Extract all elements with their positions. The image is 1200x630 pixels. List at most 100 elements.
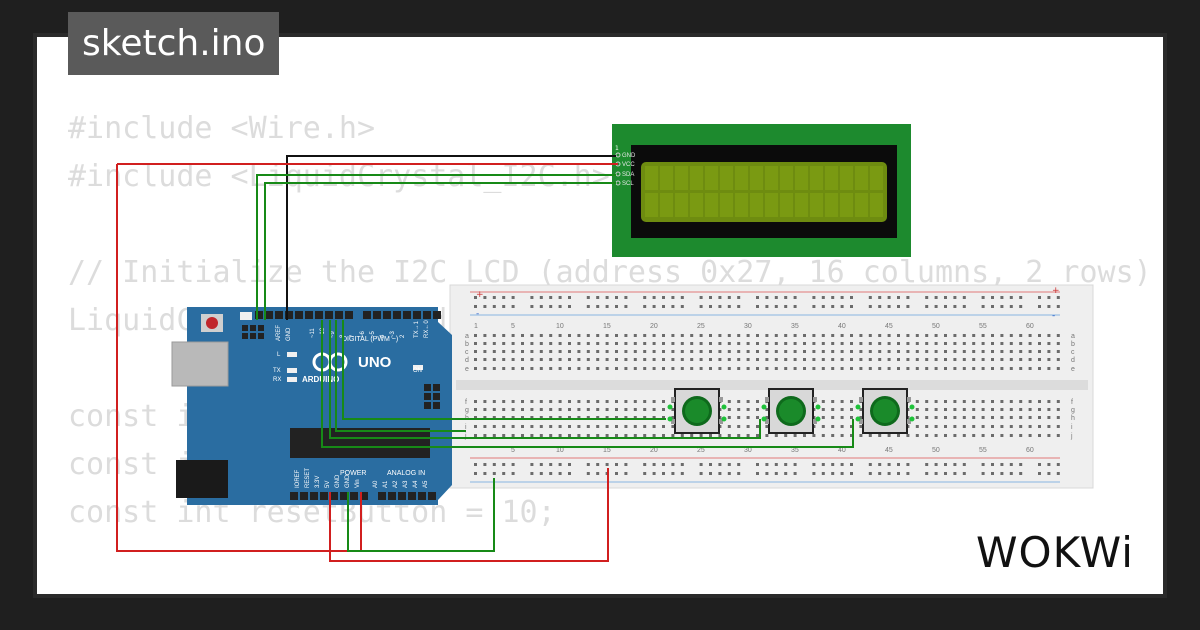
breadboard-hole[interactable] bbox=[878, 342, 882, 345]
breadboard-hole[interactable] bbox=[812, 463, 816, 466]
breadboard-hole[interactable] bbox=[821, 434, 825, 437]
breadboard-hole[interactable] bbox=[774, 434, 778, 437]
breadboard-hole[interactable] bbox=[605, 463, 609, 466]
breadboard-hole[interactable] bbox=[784, 342, 788, 345]
wire-5v-loop[interactable] bbox=[116, 164, 362, 552]
breadboard-hole[interactable] bbox=[850, 472, 853, 475]
breadboard-hole[interactable] bbox=[718, 305, 722, 308]
wire-pin10-button[interactable] bbox=[329, 320, 761, 439]
breadboard-hole[interactable] bbox=[944, 425, 947, 428]
breadboard-hole[interactable] bbox=[812, 296, 816, 299]
breadboard-hole[interactable] bbox=[953, 463, 957, 466]
breadboard-hole[interactable] bbox=[662, 367, 665, 370]
breadboard-hole[interactable] bbox=[1038, 425, 1041, 428]
breadboard-hole[interactable] bbox=[652, 463, 656, 466]
breadboard-hole[interactable] bbox=[925, 416, 929, 419]
breadboard-hole[interactable] bbox=[897, 472, 900, 475]
breadboard-hole[interactable] bbox=[615, 408, 618, 411]
breadboard-hole[interactable] bbox=[944, 350, 947, 353]
breadboard-hole[interactable] bbox=[530, 334, 534, 337]
breadboard-hole[interactable] bbox=[521, 350, 524, 353]
breadboard-hole[interactable] bbox=[530, 342, 534, 345]
breadboard-hole[interactable] bbox=[831, 367, 835, 370]
breadboard-hole[interactable] bbox=[643, 425, 647, 428]
breadboard-hole[interactable] bbox=[568, 416, 571, 419]
breadboard-hole[interactable] bbox=[765, 416, 769, 419]
code-editor[interactable]: #include <Wire.h>#include <LiquidCrystal… bbox=[68, 105, 1152, 594]
breadboard-hole[interactable] bbox=[1000, 434, 1004, 437]
breadboard-hole[interactable] bbox=[596, 367, 600, 370]
breadboard-hole[interactable] bbox=[1028, 342, 1032, 345]
breadboard-hole[interactable] bbox=[906, 472, 910, 475]
breadboard-hole[interactable] bbox=[991, 416, 994, 419]
breadboard-hole[interactable] bbox=[756, 425, 759, 428]
breadboard-hole[interactable] bbox=[511, 400, 515, 403]
breadboard-hole[interactable] bbox=[539, 305, 543, 308]
breadboard-hole[interactable] bbox=[774, 305, 778, 308]
breadboard-hole[interactable] bbox=[1000, 408, 1004, 411]
breadboard-hole[interactable] bbox=[831, 305, 835, 308]
breadboard-hole[interactable] bbox=[1000, 305, 1004, 308]
breadboard-hole[interactable] bbox=[549, 358, 553, 361]
breadboard-hole[interactable] bbox=[699, 367, 703, 370]
breadboard-hole[interactable] bbox=[991, 350, 994, 353]
breadboard-hole[interactable] bbox=[605, 350, 609, 353]
breadboard-hole[interactable] bbox=[1056, 408, 1060, 411]
breadboard-hole[interactable] bbox=[756, 358, 759, 361]
breadboard-hole[interactable] bbox=[812, 472, 816, 475]
breadboard-hole[interactable] bbox=[1056, 342, 1060, 345]
breadboard-hole[interactable] bbox=[1038, 305, 1041, 308]
breadboard-hole[interactable] bbox=[558, 472, 562, 475]
breadboard-hole[interactable] bbox=[981, 408, 985, 411]
breadboard-hole[interactable] bbox=[934, 350, 938, 353]
breadboard-hole[interactable] bbox=[972, 367, 976, 370]
breadboard-hole[interactable] bbox=[709, 334, 712, 337]
breadboard-hole[interactable] bbox=[492, 342, 496, 345]
breadboard-hole[interactable] bbox=[1009, 367, 1013, 370]
breadboard-hole[interactable] bbox=[662, 358, 665, 361]
breadboard-hole[interactable] bbox=[521, 342, 524, 345]
breadboard-hole[interactable] bbox=[633, 434, 637, 437]
breadboard-hole[interactable] bbox=[821, 425, 825, 428]
header-pin[interactable] bbox=[350, 492, 358, 500]
header-pin[interactable] bbox=[335, 311, 343, 319]
breadboard-hole[interactable] bbox=[840, 400, 844, 403]
sketch-file-tab[interactable]: sketch.ino bbox=[68, 12, 280, 75]
breadboard-hole[interactable] bbox=[483, 463, 487, 466]
breadboard-hole[interactable] bbox=[803, 342, 806, 345]
breadboard-hole[interactable] bbox=[897, 350, 900, 353]
breadboard-hole[interactable] bbox=[1038, 463, 1041, 466]
breadboard-hole[interactable] bbox=[511, 472, 515, 475]
breadboard-hole[interactable] bbox=[850, 425, 853, 428]
breadboard-hole[interactable] bbox=[690, 367, 694, 370]
breadboard-hole[interactable] bbox=[962, 367, 966, 370]
breadboard-hole[interactable] bbox=[615, 305, 618, 308]
breadboard-hole[interactable] bbox=[821, 463, 825, 466]
breadboard-hole[interactable] bbox=[474, 342, 477, 345]
breadboard-hole[interactable] bbox=[868, 305, 872, 308]
breadboard-hole[interactable] bbox=[568, 367, 571, 370]
breadboard-hole[interactable] bbox=[765, 342, 769, 345]
breadboard-hole[interactable] bbox=[962, 408, 966, 411]
breadboard-hole[interactable] bbox=[530, 408, 534, 411]
breadboard-hole[interactable] bbox=[699, 305, 703, 308]
breadboard-hole[interactable] bbox=[859, 350, 863, 353]
breadboard-hole[interactable] bbox=[1038, 434, 1041, 437]
breadboard-hole[interactable] bbox=[671, 296, 675, 299]
breadboard-hole[interactable] bbox=[727, 305, 731, 308]
breadboard-hole[interactable] bbox=[680, 367, 684, 370]
breadboard-hole[interactable] bbox=[633, 400, 637, 403]
breadboard-hole[interactable] bbox=[605, 342, 609, 345]
breadboard-hole[interactable] bbox=[699, 296, 703, 299]
breadboard-hole[interactable] bbox=[915, 342, 919, 345]
breadboard-hole[interactable] bbox=[812, 350, 816, 353]
breadboard-hole[interactable] bbox=[765, 296, 769, 299]
breadboard-hole[interactable] bbox=[474, 416, 477, 419]
breadboard-hole[interactable] bbox=[821, 358, 825, 361]
breadboard-hole[interactable] bbox=[915, 358, 919, 361]
breadboard-hole[interactable] bbox=[718, 434, 722, 437]
header-pin[interactable] bbox=[305, 311, 313, 319]
breadboard-hole[interactable] bbox=[953, 434, 957, 437]
breadboard-hole[interactable] bbox=[624, 367, 628, 370]
breadboard-hole[interactable] bbox=[643, 342, 647, 345]
